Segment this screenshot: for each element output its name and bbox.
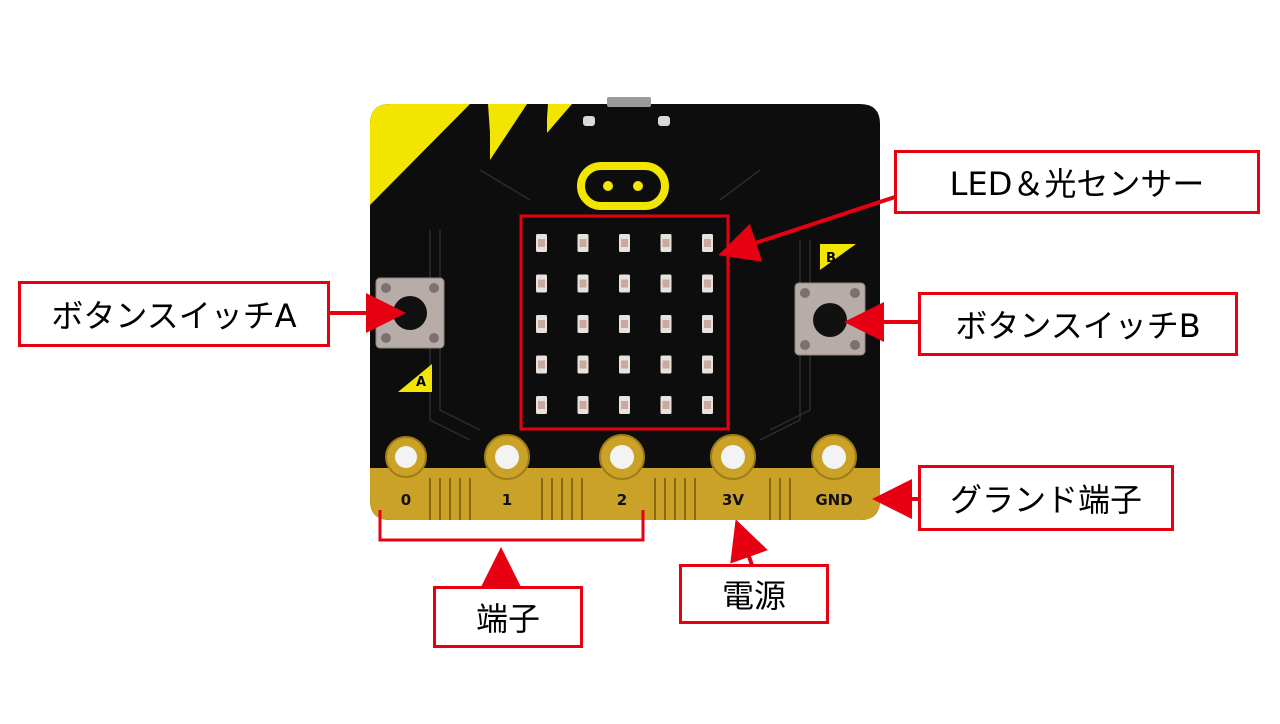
status-led-left: [583, 116, 595, 126]
label-power: 電源: [679, 564, 829, 624]
led-3-4: [702, 356, 713, 374]
pin-gnd[interactable]: GND: [812, 435, 856, 509]
pin-label-3v: 3V: [722, 491, 744, 509]
arrow-power: [737, 523, 752, 565]
led-4-0: [536, 396, 547, 414]
led-1-1: [578, 275, 589, 293]
led-3-3: [661, 356, 672, 374]
button-b[interactable]: [795, 283, 865, 355]
led-1-4: [702, 275, 713, 293]
led-1-3: [661, 275, 672, 293]
label-led-sensor: LED＆光センサー: [894, 150, 1260, 214]
usb-connector: [607, 97, 651, 107]
led-3-0: [536, 356, 547, 374]
led-1-2: [619, 275, 630, 293]
pin-label-0: 0: [401, 491, 411, 509]
led-2-1: [578, 315, 589, 333]
led-4-2: [619, 396, 630, 414]
label-button-b: ボタンスイッチB: [918, 292, 1238, 356]
led-0-0: [536, 234, 547, 252]
led-0-2: [619, 234, 630, 252]
led-4-4: [702, 396, 713, 414]
status-led-right: [658, 116, 670, 126]
led-0-4: [702, 234, 713, 252]
led-2-2: [619, 315, 630, 333]
led-2-0: [536, 315, 547, 333]
led-0-3: [661, 234, 672, 252]
label-ground: グランド端子: [918, 465, 1174, 531]
led-3-1: [578, 356, 589, 374]
label-button-a: ボタンスイッチA: [18, 281, 330, 347]
pin-label-2: 2: [617, 491, 627, 509]
button-a-mark: A: [416, 375, 426, 390]
led-2-3: [661, 315, 672, 333]
led-4-1: [578, 396, 589, 414]
pin-label-gnd: GND: [815, 491, 852, 509]
pin-label-1: 1: [502, 491, 512, 509]
led-3-2: [619, 356, 630, 374]
led-4-3: [661, 396, 672, 414]
label-pins: 端子: [433, 586, 583, 648]
led-2-4: [702, 315, 713, 333]
button-b-mark: B: [826, 251, 836, 266]
led-0-1: [578, 234, 589, 252]
led-1-0: [536, 275, 547, 293]
